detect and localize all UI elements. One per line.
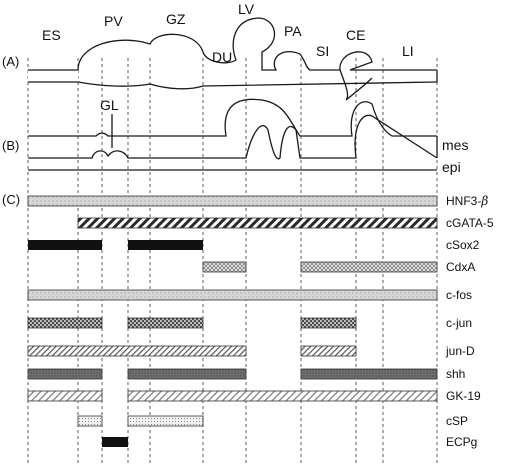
region-label-gz: GZ xyxy=(166,11,186,27)
bar-gk19-1 xyxy=(27,390,103,402)
bar-jund-1 xyxy=(27,345,247,357)
bar-csox2-2 xyxy=(128,240,203,250)
panel-label-c: (C) xyxy=(2,192,20,207)
gene-label-csp: cSP xyxy=(446,414,468,428)
panel-c-expression: HNF3-β cGATA-5 cSox2 CdxA c-fos c-jun ju… xyxy=(27,194,494,449)
region-label-lv: LV xyxy=(238,1,255,17)
region-label-ce: CE xyxy=(346,27,365,43)
glandular-label: GL xyxy=(100,97,119,113)
gene-label-cgata5: cGATA-5 xyxy=(446,216,494,230)
region-label-li: LI xyxy=(402,43,414,59)
cecum-outline xyxy=(339,69,373,101)
bar-cfos xyxy=(27,289,438,301)
bar-csox2-1 xyxy=(28,240,102,250)
panel-label-a: (A) xyxy=(2,54,19,69)
bar-shh-3 xyxy=(300,368,438,380)
gut-tube-upper-wall xyxy=(28,17,437,71)
bar-shh-1 xyxy=(27,368,103,380)
bar-jund-2 xyxy=(300,345,357,357)
region-label-pa: PA xyxy=(284,23,302,39)
epithelium-line xyxy=(28,114,438,160)
region-label-si: SI xyxy=(316,43,329,59)
bar-csp-1 xyxy=(77,415,103,427)
bar-cdxa-1 xyxy=(202,261,247,273)
mesenchyme-upper xyxy=(28,98,437,137)
gene-label-shh: shh xyxy=(446,367,465,381)
gut-tube-lower-wall xyxy=(28,81,438,90)
gene-label-cjun: c-jun xyxy=(446,316,472,330)
gene-label-hnf3b: HNF3-β xyxy=(446,194,488,208)
panel-b-layers xyxy=(28,98,438,171)
bar-cjun-2 xyxy=(127,317,204,329)
gene-label-csox2: cSox2 xyxy=(446,238,480,252)
bar-gk19-2 xyxy=(127,390,438,402)
region-guides xyxy=(27,58,438,465)
mesenchyme-label: mes xyxy=(442,137,468,153)
gene-label-jund: jun-D xyxy=(445,344,475,358)
bar-cjun-1 xyxy=(27,317,103,329)
bar-cgata5 xyxy=(77,217,438,229)
bar-cjun-3 xyxy=(300,317,357,329)
panel-label-b: (B) xyxy=(2,138,19,153)
bar-ecpg xyxy=(102,437,128,447)
gene-label-cdxa: CdxA xyxy=(446,260,475,274)
gene-label-cfos: c-fos xyxy=(446,288,472,302)
bar-cdxa-2 xyxy=(300,261,438,273)
bar-csp-2 xyxy=(127,415,204,427)
region-label-es: ES xyxy=(42,27,61,43)
region-label-pv: PV xyxy=(104,13,123,29)
region-label-du: DU xyxy=(212,49,232,65)
panel-a-gut-outline xyxy=(28,17,438,101)
gene-label-ecpg: ECPg xyxy=(446,435,477,449)
epithelium-label: epi xyxy=(442,159,461,175)
gene-label-gk19: GK-19 xyxy=(446,389,481,403)
bar-hnf3b xyxy=(27,195,438,207)
bar-shh-2 xyxy=(127,368,247,380)
